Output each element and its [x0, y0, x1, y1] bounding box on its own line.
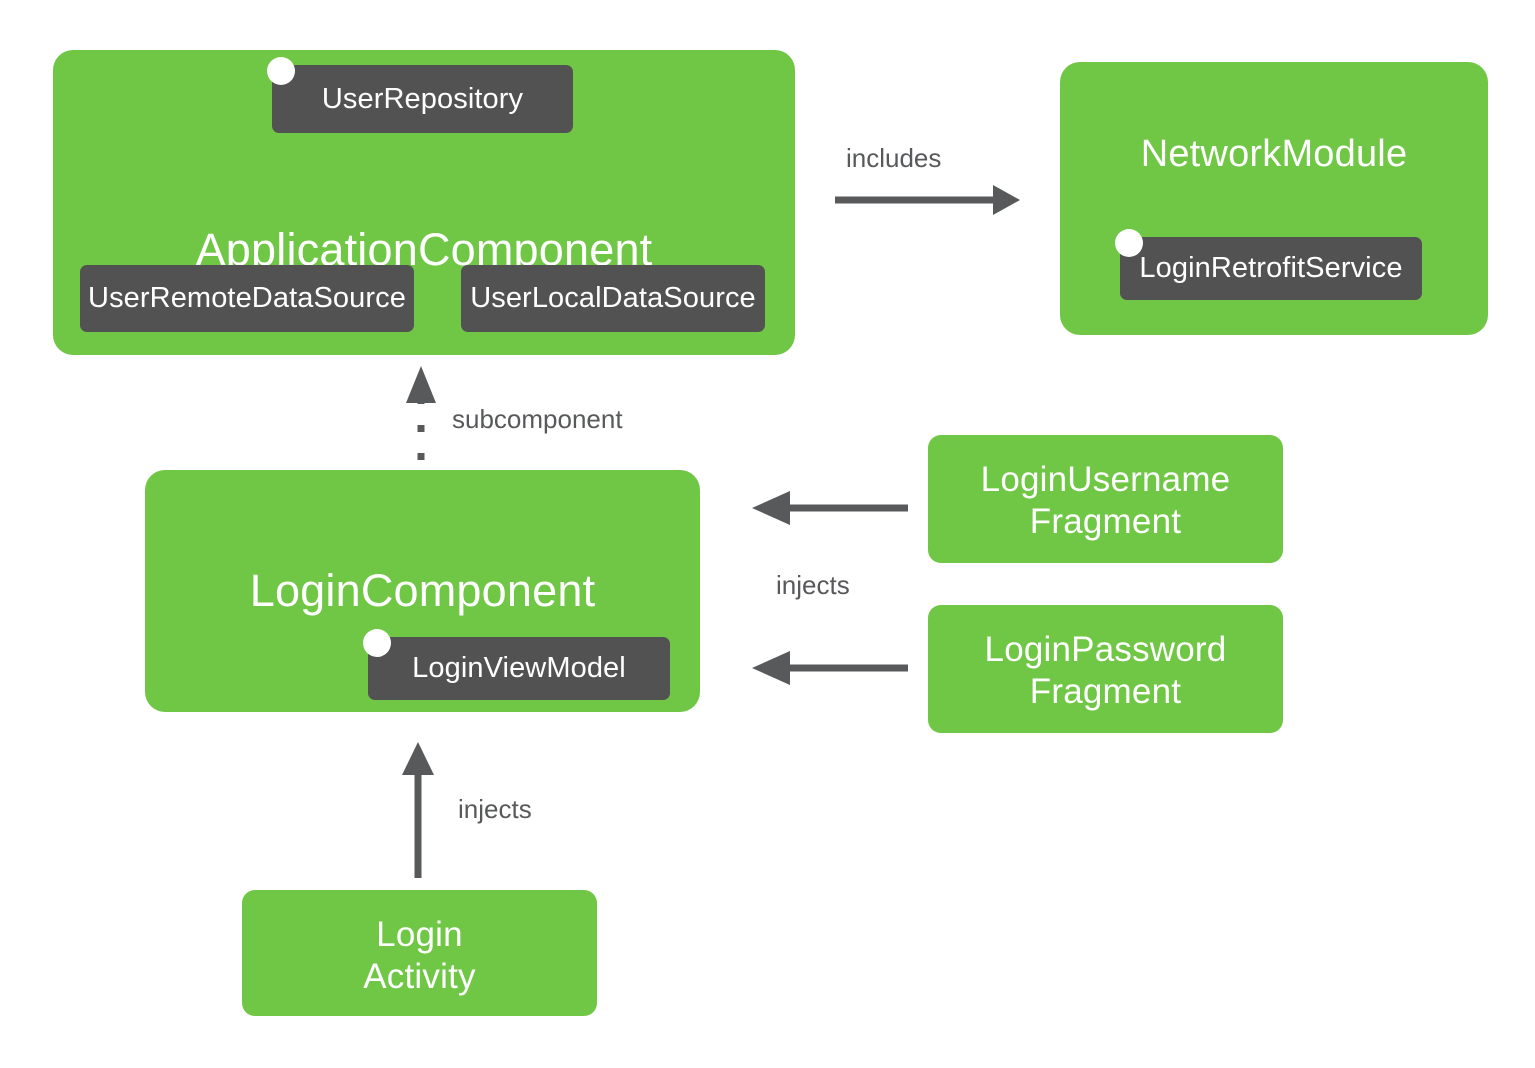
edge-injects-password [752, 651, 908, 685]
chip-user-remote-data-source[interactable]: UserRemoteDataSource [80, 265, 414, 332]
node-login-password-fragment[interactable]: LoginPassword Fragment [928, 605, 1283, 733]
login-activity-title: Login Activity [363, 915, 476, 996]
edge-label-includes: includes [846, 143, 942, 173]
edge-injects-activity [402, 742, 434, 878]
login-password-fragment-title: LoginPassword Fragment [984, 630, 1227, 711]
edge-subcomponent [406, 366, 436, 460]
chip-login-view-model-label: LoginViewModel [412, 652, 626, 684]
edge-label-injects-fragments: injects [776, 570, 850, 600]
node-application-component[interactable]: ApplicationComponent UserRepository User… [53, 50, 795, 355]
chip-user-repository-label: UserRepository [321, 82, 524, 115]
socket-dot-icon-user-repository [267, 57, 295, 85]
network-module-title: NetworkModule [1140, 133, 1408, 175]
edge-label-injects-activity: injects [458, 794, 532, 824]
chip-user-repository[interactable]: UserRepository [272, 65, 573, 133]
edge-label-subcomponent: subcomponent [452, 404, 623, 434]
socket-dot-icon-login-retrofit-service [1115, 229, 1143, 257]
socket-dot-icon-login-view-model [363, 629, 391, 657]
edge-injects-username [752, 491, 908, 525]
edge-includes [835, 185, 1020, 215]
node-login-username-fragment[interactable]: LoginUsername Fragment [928, 435, 1283, 563]
chip-login-view-model[interactable]: LoginViewModel [368, 637, 670, 700]
node-network-module[interactable]: NetworkModule LoginRetrofitService [1060, 62, 1488, 335]
node-login-activity[interactable]: Login Activity [242, 890, 597, 1016]
node-login-component[interactable]: LoginComponent LoginViewModel [145, 470, 700, 712]
chip-login-retrofit-service[interactable]: LoginRetrofitService [1120, 237, 1422, 300]
login-username-fragment-title: LoginUsername Fragment [980, 460, 1231, 541]
login-component-title: LoginComponent [249, 565, 596, 616]
chip-user-remote-data-source-label: UserRemoteDataSource [88, 282, 406, 314]
chip-user-local-data-source[interactable]: UserLocalDataSource [461, 265, 765, 332]
chip-login-retrofit-service-label: LoginRetrofitService [1139, 252, 1403, 284]
chip-user-local-data-source-label: UserLocalDataSource [470, 282, 756, 314]
